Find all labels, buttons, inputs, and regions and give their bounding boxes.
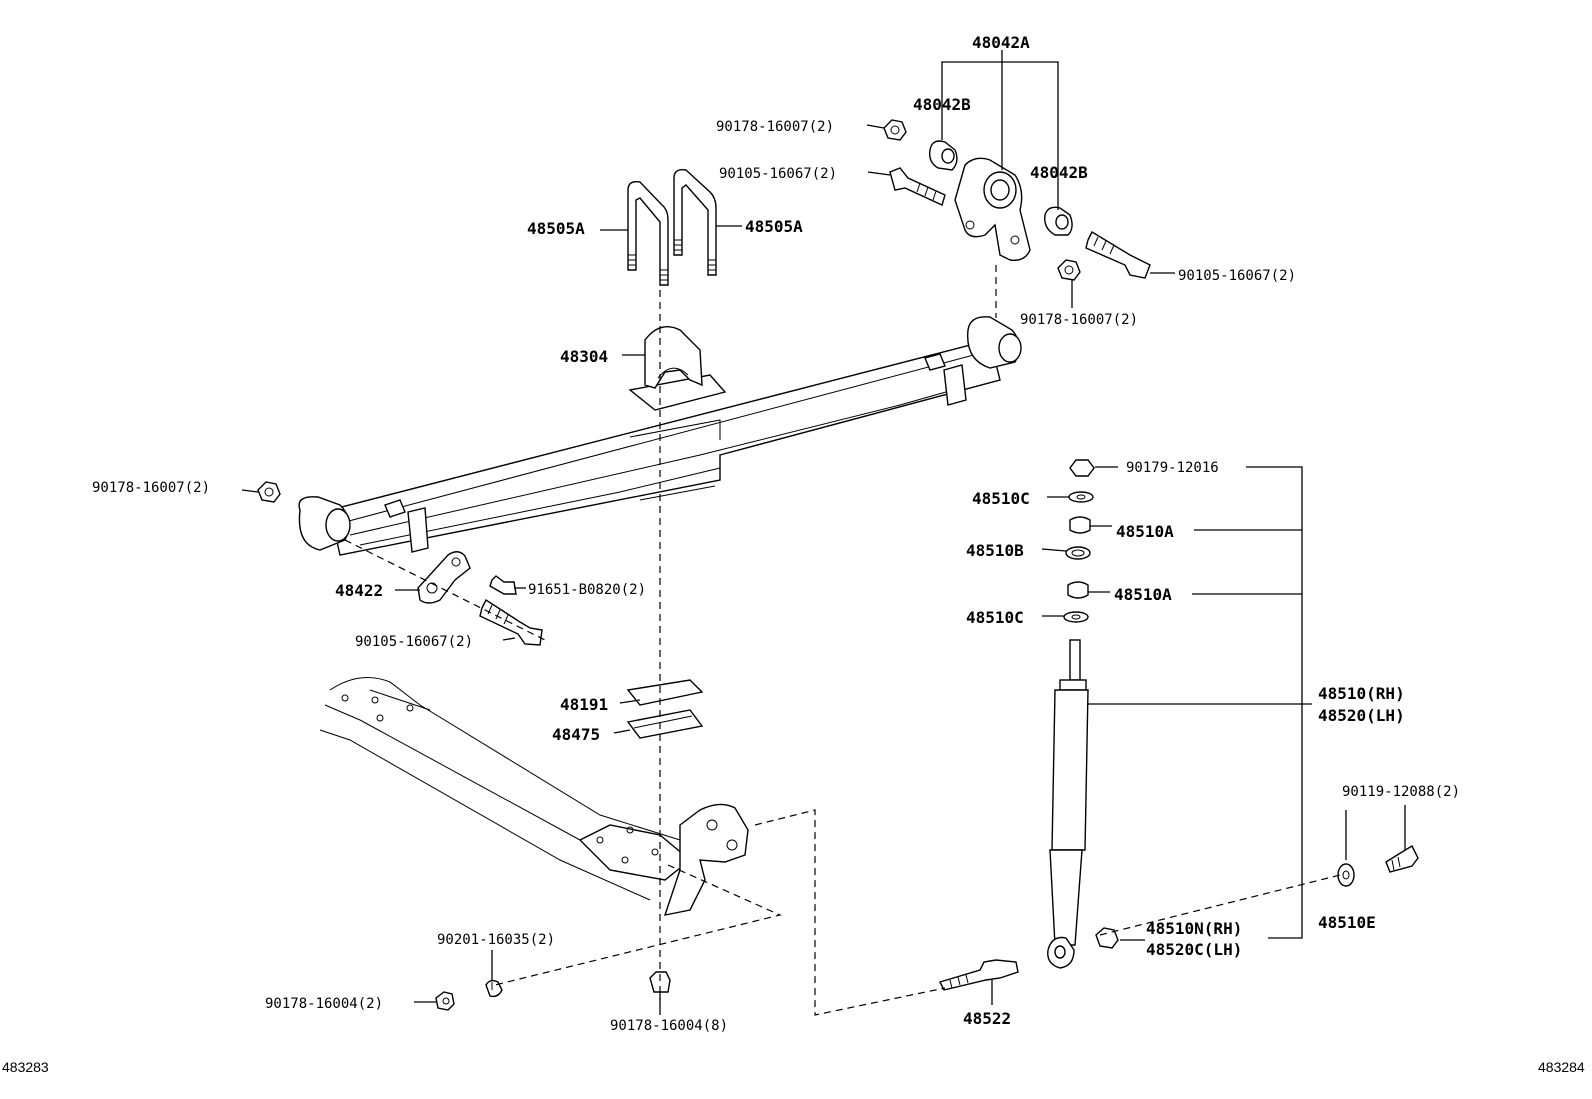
nut-90178-16004-left xyxy=(435,991,455,1011)
label-90119-12088: 90119-12088(2) xyxy=(1342,784,1460,800)
bolt-90105-16067-right xyxy=(1085,231,1151,279)
label-48422: 48422 xyxy=(335,581,383,600)
nut-90178-16007-right xyxy=(1057,259,1081,281)
bushing-48510A-lower xyxy=(1067,581,1089,599)
label-48475: 48475 xyxy=(552,725,600,744)
label-48505A-right: 48505A xyxy=(745,217,803,236)
diagram-id-right: 483284 xyxy=(1538,1059,1585,1075)
stud-48522 xyxy=(939,959,1019,991)
nut-90178-16007-top xyxy=(883,119,907,141)
shackle-bushing-upper xyxy=(928,140,958,171)
leader-lines xyxy=(241,50,1406,1015)
nut-90178-16004-center xyxy=(649,971,671,993)
shock-absorber xyxy=(1047,639,1089,969)
label-48510E: 48510E xyxy=(1318,913,1376,932)
label-48042A: 48042A xyxy=(972,33,1030,52)
nut-90178-16007-left xyxy=(257,481,281,503)
bracket-48422 xyxy=(417,551,471,604)
label-90178-16004-8: 90178-16004(8) xyxy=(610,1018,728,1034)
label-48510A-lower: 48510A xyxy=(1114,585,1172,604)
label-48510C-upper: 48510C xyxy=(972,489,1030,508)
label-90105-16067-right: 90105-16067(2) xyxy=(1178,268,1296,284)
pad-48191 xyxy=(626,679,704,706)
label-48510A-upper: 48510A xyxy=(1116,522,1174,541)
label-90105-16067-bottom: 90105-16067(2) xyxy=(355,634,473,650)
label-90201-16035: 90201-16035(2) xyxy=(437,932,555,948)
washer-48510C-upper xyxy=(1068,491,1094,503)
washer-90201-16035 xyxy=(485,979,503,998)
label-48304: 48304 xyxy=(560,347,608,366)
pad-48475 xyxy=(626,709,704,739)
spring-seat-48304 xyxy=(628,326,727,411)
label-90178-16007-right: 90178-16007(2) xyxy=(1020,312,1138,328)
label-48510N-RH: 48510N(RH) xyxy=(1146,919,1242,938)
nut-90179-12016 xyxy=(1069,459,1095,477)
leaf-spring xyxy=(298,316,1022,556)
retainer-48510B xyxy=(1065,546,1091,560)
label-90178-16007-top: 90178-16007(2) xyxy=(716,119,834,135)
washer-48510E xyxy=(1337,863,1355,887)
u-bolt-right xyxy=(673,168,717,276)
diagram-id-left: 483283 xyxy=(2,1059,49,1075)
label-48042B-lower: 48042B xyxy=(1030,163,1088,182)
bolt-90105-16067-top xyxy=(889,167,946,206)
label-48510-RH: 48510(RH) xyxy=(1318,684,1405,703)
bolt-90119-12088 xyxy=(1385,845,1419,873)
washer-48510C-lower xyxy=(1063,611,1089,623)
label-48520C-LH: 48520C(LH) xyxy=(1146,940,1242,959)
label-48505A-left: 48505A xyxy=(527,219,585,238)
axle-housing xyxy=(319,677,749,916)
part-labels: 48042A 48042B 48042B 90178-16007(2) 9010… xyxy=(92,33,1460,1034)
label-48042B-upper: 48042B xyxy=(913,95,971,114)
label-90178-16004-2: 90178-16004(2) xyxy=(265,996,383,1012)
label-48510B: 48510B xyxy=(966,541,1024,560)
label-48191: 48191 xyxy=(560,695,608,714)
label-48520-LH: 48520(LH) xyxy=(1318,706,1405,725)
label-48522: 48522 xyxy=(963,1009,1011,1028)
shackle-bushing-lower xyxy=(1044,206,1073,236)
label-91651-B0820: 91651-B0820(2) xyxy=(528,582,646,598)
assembly-dashed-lines xyxy=(344,265,1341,1016)
label-90179-12016: 90179-12016 xyxy=(1126,460,1219,476)
bolt-91651-B0820 xyxy=(489,575,517,595)
u-bolt-left xyxy=(627,180,669,286)
spring-shackle xyxy=(954,157,1031,261)
label-90178-16007-left: 90178-16007(2) xyxy=(92,480,210,496)
nut-48510N xyxy=(1095,927,1119,949)
bushing-48510A-upper xyxy=(1069,516,1091,534)
label-90105-16067-top: 90105-16067(2) xyxy=(719,166,837,182)
label-48510C-lower: 48510C xyxy=(966,608,1024,627)
